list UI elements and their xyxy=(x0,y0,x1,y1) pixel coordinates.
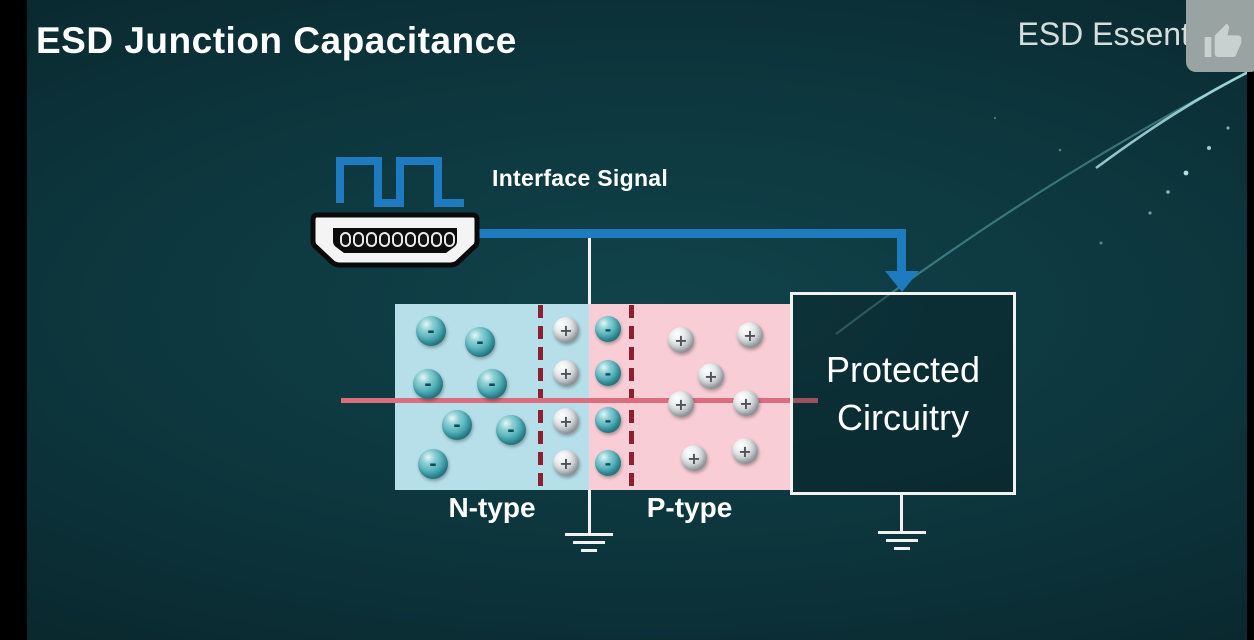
acceptor-ion-sphere: - xyxy=(595,450,621,476)
depletion-boundary-right xyxy=(629,305,634,489)
page-title: ESD Junction Capacitance xyxy=(36,20,517,61)
charge-symbol: + xyxy=(674,330,688,350)
charge-symbol: - xyxy=(424,373,432,395)
arrow-down-icon xyxy=(885,271,919,292)
donor-ion-sphere: + xyxy=(553,317,579,343)
ground-symbol xyxy=(565,533,613,552)
bias-line xyxy=(341,398,818,403)
thumbs-up-icon xyxy=(1204,23,1242,58)
protected-circuitry-box: Protected Circuitry xyxy=(790,292,1016,495)
charge-symbol: + xyxy=(674,394,688,414)
hole-sphere: + xyxy=(737,322,763,348)
electron-sphere: - xyxy=(416,316,446,346)
acceptor-ion-sphere: - xyxy=(595,360,621,386)
charge-symbol: - xyxy=(476,331,484,353)
acceptor-ion-sphere: - xyxy=(595,407,621,433)
hole-sphere: + xyxy=(732,438,758,464)
protected-circuitry-line1: Protected xyxy=(825,348,981,390)
charge-symbol: + xyxy=(704,366,718,386)
charge-symbol: + xyxy=(559,411,573,431)
electron-sphere: - xyxy=(413,369,443,399)
signal-wire-vertical xyxy=(897,229,906,273)
charge-symbol: - xyxy=(453,414,461,436)
electron-sphere: - xyxy=(442,410,472,440)
interface-signal-label: Interface Signal xyxy=(492,165,669,191)
charge-symbol: - xyxy=(604,363,612,383)
electron-sphere: - xyxy=(477,369,507,399)
decorative-curve-bright xyxy=(1095,67,1254,170)
hole-sphere: + xyxy=(668,391,694,417)
charge-symbol: + xyxy=(559,363,573,383)
ground-wire xyxy=(900,494,903,531)
charge-symbol: - xyxy=(429,453,437,475)
hole-sphere: + xyxy=(668,327,694,353)
hole-sphere: + xyxy=(681,445,707,471)
hdmi-connector-icon xyxy=(310,212,480,277)
signal-wire-horizontal xyxy=(478,229,906,238)
right-letterbox-bar xyxy=(1247,0,1254,640)
charge-symbol: + xyxy=(559,453,573,473)
charge-symbol: + xyxy=(559,320,573,340)
charge-symbol: - xyxy=(427,320,435,342)
charge-symbol: + xyxy=(743,325,757,345)
charge-symbol: - xyxy=(604,453,612,473)
hole-sphere: + xyxy=(733,390,759,416)
electron-sphere: - xyxy=(465,327,495,357)
left-letterbox-bar xyxy=(0,0,27,640)
donor-ion-sphere: + xyxy=(553,408,579,434)
charge-symbol: - xyxy=(488,373,496,395)
acceptor-ion-sphere: - xyxy=(595,316,621,342)
charge-symbol: + xyxy=(687,448,701,468)
charge-symbol: + xyxy=(739,393,753,413)
donor-ion-sphere: + xyxy=(553,360,579,386)
electron-sphere: - xyxy=(496,415,526,445)
charge-symbol: - xyxy=(507,419,515,441)
n-type-label: N-type xyxy=(448,492,536,523)
thumbs-up-button[interactable] xyxy=(1186,0,1254,72)
charge-symbol: - xyxy=(604,410,612,430)
depletion-boundary-left xyxy=(538,305,543,489)
protected-circuitry-line2: Circuitry xyxy=(837,396,969,438)
hole-sphere: + xyxy=(698,363,724,389)
square-wave-icon xyxy=(336,149,488,214)
charge-symbol: + xyxy=(738,441,752,461)
electron-sphere: - xyxy=(418,449,448,479)
p-type-label: P-type xyxy=(646,492,733,523)
donor-ion-sphere: + xyxy=(553,450,579,476)
charge-symbol: - xyxy=(604,319,612,339)
ground-symbol xyxy=(878,531,926,550)
